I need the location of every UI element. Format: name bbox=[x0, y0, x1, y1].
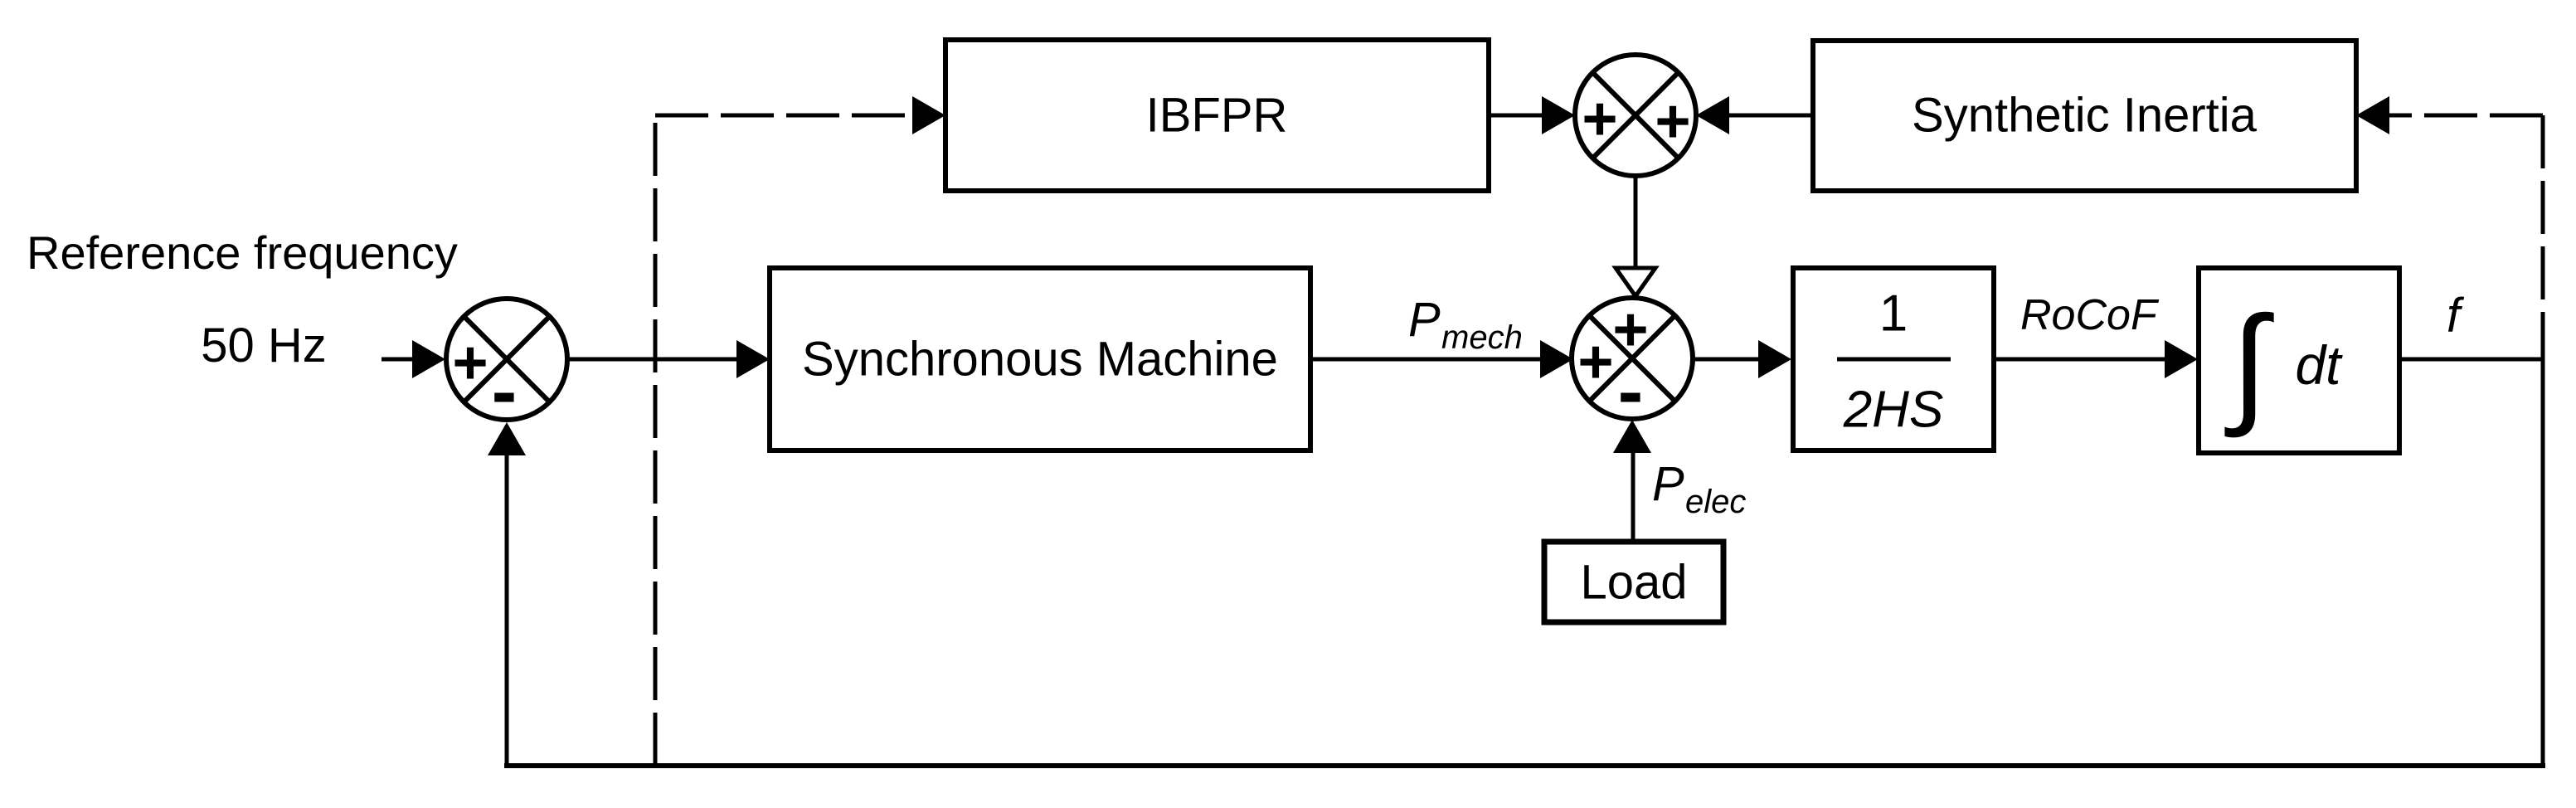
integrator-operand: dt bbox=[2295, 334, 2343, 396]
arrowhead-into-ibfpr bbox=[912, 96, 945, 134]
integral-sign: ∫ bbox=[2224, 290, 2274, 438]
arrowhead-into-sum1-left bbox=[412, 340, 445, 378]
frequency-output-label: f bbox=[2447, 289, 2465, 343]
pelec-label-base: P bbox=[1652, 457, 1684, 511]
ibfpr-label: IBFPR bbox=[1146, 89, 1288, 143]
sum2-plus-sign-top: + bbox=[1612, 295, 1648, 364]
load-label: Load bbox=[1580, 556, 1687, 610]
ibfpr-block bbox=[943, 37, 1491, 193]
synthetic-inertia-label: Synthetic Inertia bbox=[1912, 89, 2258, 143]
synthetic-inertia-block bbox=[1810, 38, 2359, 193]
sum1-minus-sign: - bbox=[492, 349, 518, 434]
sum2-plus-sign-left: + bbox=[1577, 328, 1613, 397]
sum2-cross-line bbox=[1587, 313, 1678, 404]
pmech-label-subscript: mech bbox=[1441, 319, 1523, 356]
sum3-cross-line bbox=[1590, 70, 1681, 161]
rocof-label: RoCoF bbox=[2020, 291, 2160, 339]
sum3-plus-sign-left: + bbox=[1582, 85, 1617, 153]
synchronous-machine-block bbox=[767, 265, 1313, 453]
pmech-label-base: P bbox=[1408, 293, 1441, 347]
sum1-cross-line bbox=[461, 314, 552, 405]
arrowhead-into-sum3-right bbox=[1696, 96, 1729, 134]
reference-value-label: 50 Hz bbox=[201, 319, 327, 372]
pelec-label-subscript: elec bbox=[1685, 484, 1746, 520]
arrowhead-into-synthetic-inertia bbox=[2356, 96, 2389, 134]
sum2-minus-sign: - bbox=[1618, 349, 1644, 434]
arrowhead-into-sum2-left bbox=[1540, 340, 1573, 378]
synchronous-machine-label: Synchronous Machine bbox=[802, 333, 1278, 387]
swing-gain-denominator: 2HS bbox=[1843, 382, 1944, 439]
integrator-block bbox=[2196, 265, 2402, 455]
reference-frequency-label: Reference frequency bbox=[27, 226, 458, 279]
hollow-arrowhead-into-sum2-top bbox=[1611, 265, 1660, 300]
swing-gain-numerator: 1 bbox=[1879, 285, 1908, 343]
sum3-plus-sign-right: + bbox=[1655, 87, 1690, 156]
arrowhead-into-synchronous-machine bbox=[736, 340, 770, 378]
load-block bbox=[1541, 538, 1727, 625]
arrowhead-into-sum2-bottom bbox=[1613, 420, 1651, 453]
arrowhead-into-gain-block bbox=[1758, 340, 1791, 378]
arrowhead-into-sum3-left bbox=[1542, 96, 1575, 134]
arrowhead-into-sum1-bottom bbox=[488, 422, 526, 455]
sum1-plus-sign: + bbox=[452, 329, 488, 397]
arrowhead-into-integrator bbox=[2165, 340, 2198, 378]
